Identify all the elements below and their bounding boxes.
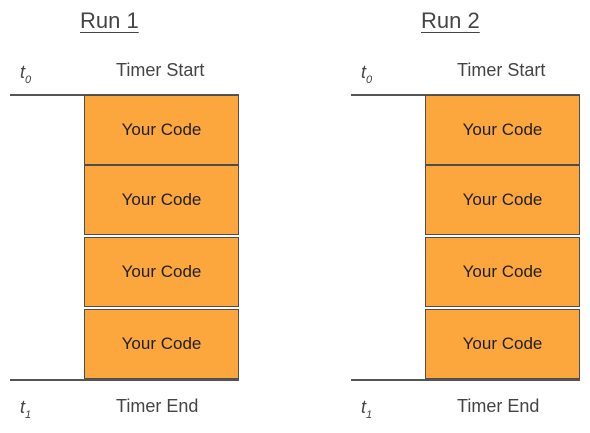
code-block: Your Code — [425, 237, 580, 307]
end-time-symbol: t1 — [361, 397, 372, 425]
run-panel-2: Run 2 t0 Timer Start Your Code Your Code… — [351, 0, 590, 433]
time-symbol: t — [361, 62, 367, 82]
end-rule — [10, 379, 239, 381]
start-time-symbol: t0 — [20, 62, 31, 90]
timer-end-label: Timer End — [116, 396, 199, 416]
code-block: Your Code — [84, 95, 239, 165]
run-panel-1: Run 1 t0 Timer Start Your Code Your Code… — [10, 0, 252, 433]
code-block: Your Code — [425, 165, 580, 235]
code-block: Your Code — [84, 237, 239, 307]
end-rule — [351, 379, 580, 381]
time-symbol: t — [20, 62, 26, 82]
run-title: Run 2 — [421, 8, 480, 33]
code-block: Your Code — [84, 309, 239, 379]
timer-start-label: Timer Start — [116, 60, 205, 80]
end-time-symbol: t1 — [20, 397, 31, 425]
time-subscript: 1 — [25, 409, 32, 421]
time-subscript: 1 — [366, 409, 373, 421]
code-block: Your Code — [84, 165, 239, 235]
timer-end-label: Timer End — [457, 396, 540, 416]
run-title: Run 1 — [80, 8, 139, 33]
code-block: Your Code — [425, 95, 580, 165]
time-symbol: t — [361, 397, 367, 417]
timer-start-label: Timer Start — [457, 60, 546, 80]
code-block: Your Code — [425, 309, 580, 379]
time-subscript: 0 — [25, 74, 32, 86]
start-time-symbol: t0 — [361, 62, 372, 90]
time-subscript: 0 — [366, 74, 373, 86]
time-symbol: t — [20, 397, 26, 417]
